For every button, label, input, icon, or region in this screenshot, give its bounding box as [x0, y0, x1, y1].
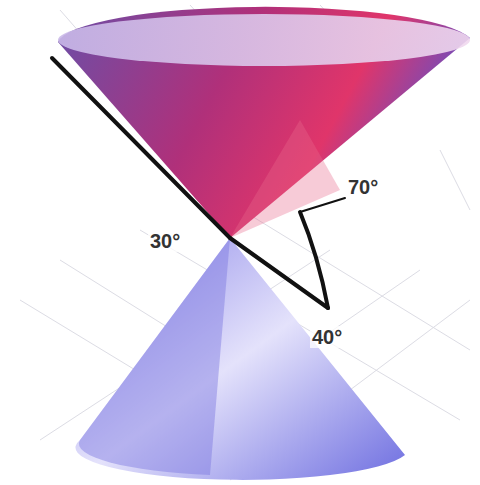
- lower-cone: [75, 238, 405, 480]
- grid-lines: [20, 5, 470, 480]
- angle-label: 30°: [148, 230, 182, 252]
- angle-lines: [52, 58, 345, 308]
- angle-label: 40°: [310, 326, 344, 348]
- angle-label: 70°: [346, 176, 380, 198]
- upper-cone: [58, 7, 470, 238]
